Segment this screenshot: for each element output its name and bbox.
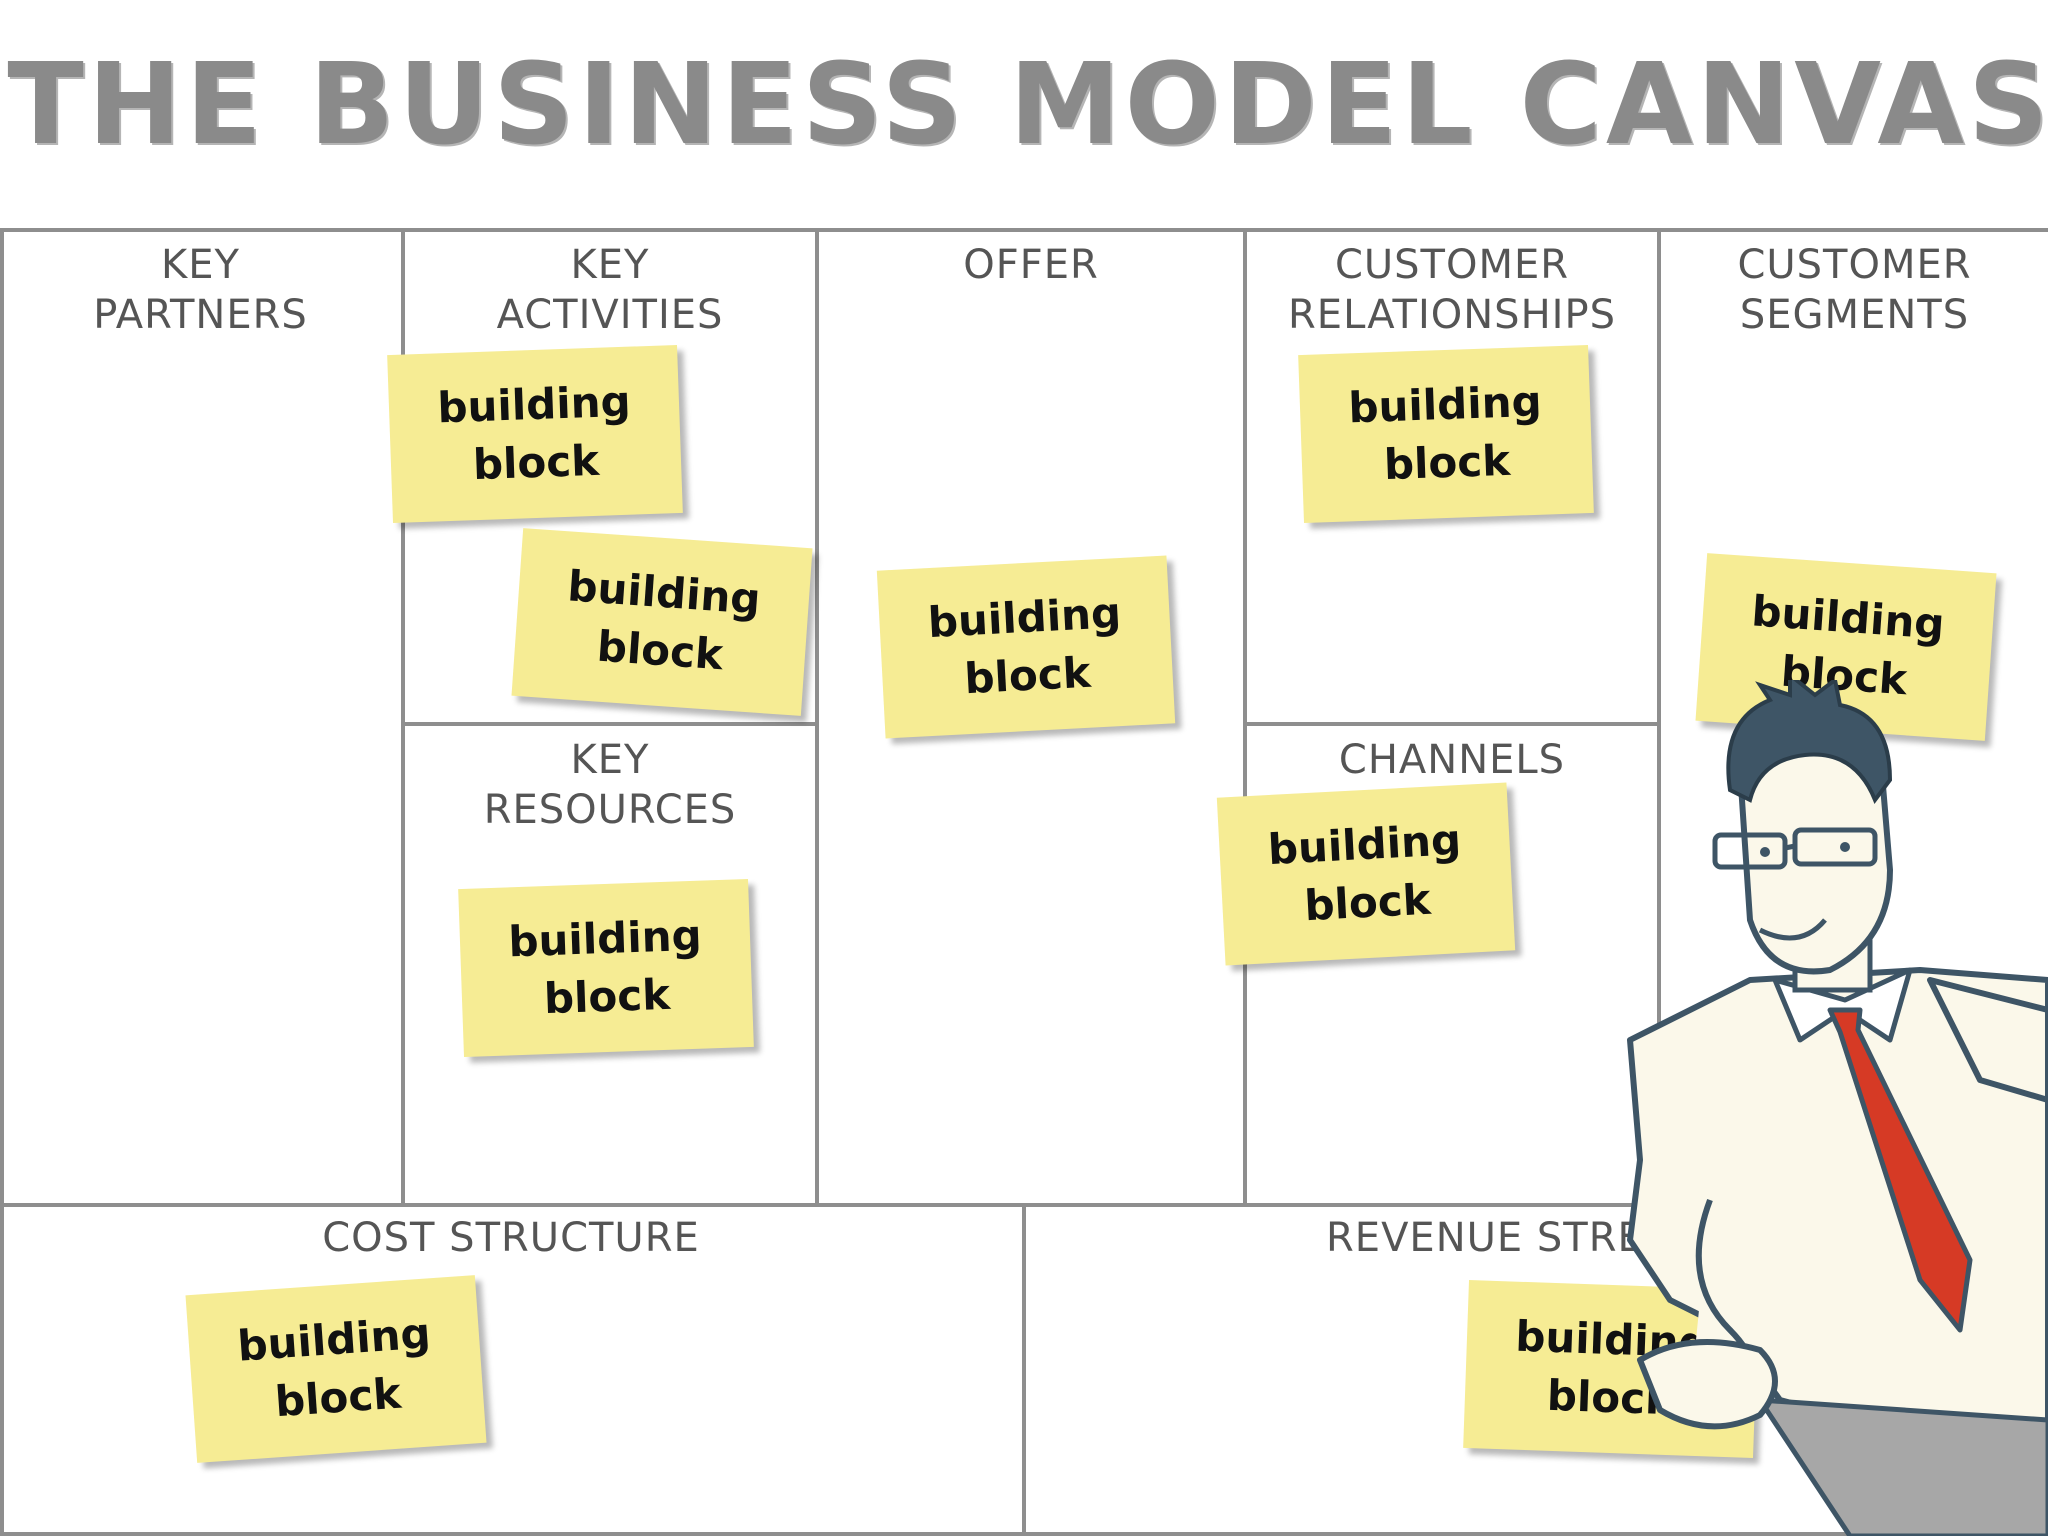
block-customer-relationships-label: CUSTOMER RELATIONSHIPS bbox=[1288, 242, 1616, 338]
grid-relationships-right-line bbox=[1657, 228, 1661, 1205]
block-offer-label: OFFER bbox=[963, 242, 1099, 288]
block-key-partners-label: KEY PARTNERS bbox=[93, 242, 308, 338]
grid-activities-line bbox=[403, 722, 818, 726]
grid-offer-right-line bbox=[1243, 228, 1247, 1205]
grid-top-line bbox=[0, 228, 2048, 232]
block-key-resources-label: KEY RESOURCES bbox=[483, 737, 737, 833]
block-revenue-streams-label: REVENUE STRE bbox=[1326, 1215, 1644, 1261]
businessman-illustration bbox=[1627, 680, 2048, 1536]
block-key-activities-label: KEY ACTIVITIES bbox=[496, 242, 724, 338]
canvas-title: THE BUSINESS MODEL CANVAS bbox=[7, 40, 2048, 170]
grid-activities-right-line bbox=[815, 228, 819, 1205]
block-cost-structure-label: COST STRUCTURE bbox=[322, 1215, 700, 1261]
red-tie-icon bbox=[1827, 1007, 1973, 1333]
block-channels-label: CHANNELS bbox=[1338, 737, 1566, 783]
grid-relationships-line bbox=[1245, 722, 1660, 726]
grid-partners-line bbox=[401, 228, 405, 1205]
block-customer-segments-label: CUSTOMER SEGMENTS bbox=[1737, 242, 1972, 338]
grid-cost-revenue-line bbox=[1022, 1203, 1026, 1536]
grid-left-line bbox=[0, 228, 4, 1536]
